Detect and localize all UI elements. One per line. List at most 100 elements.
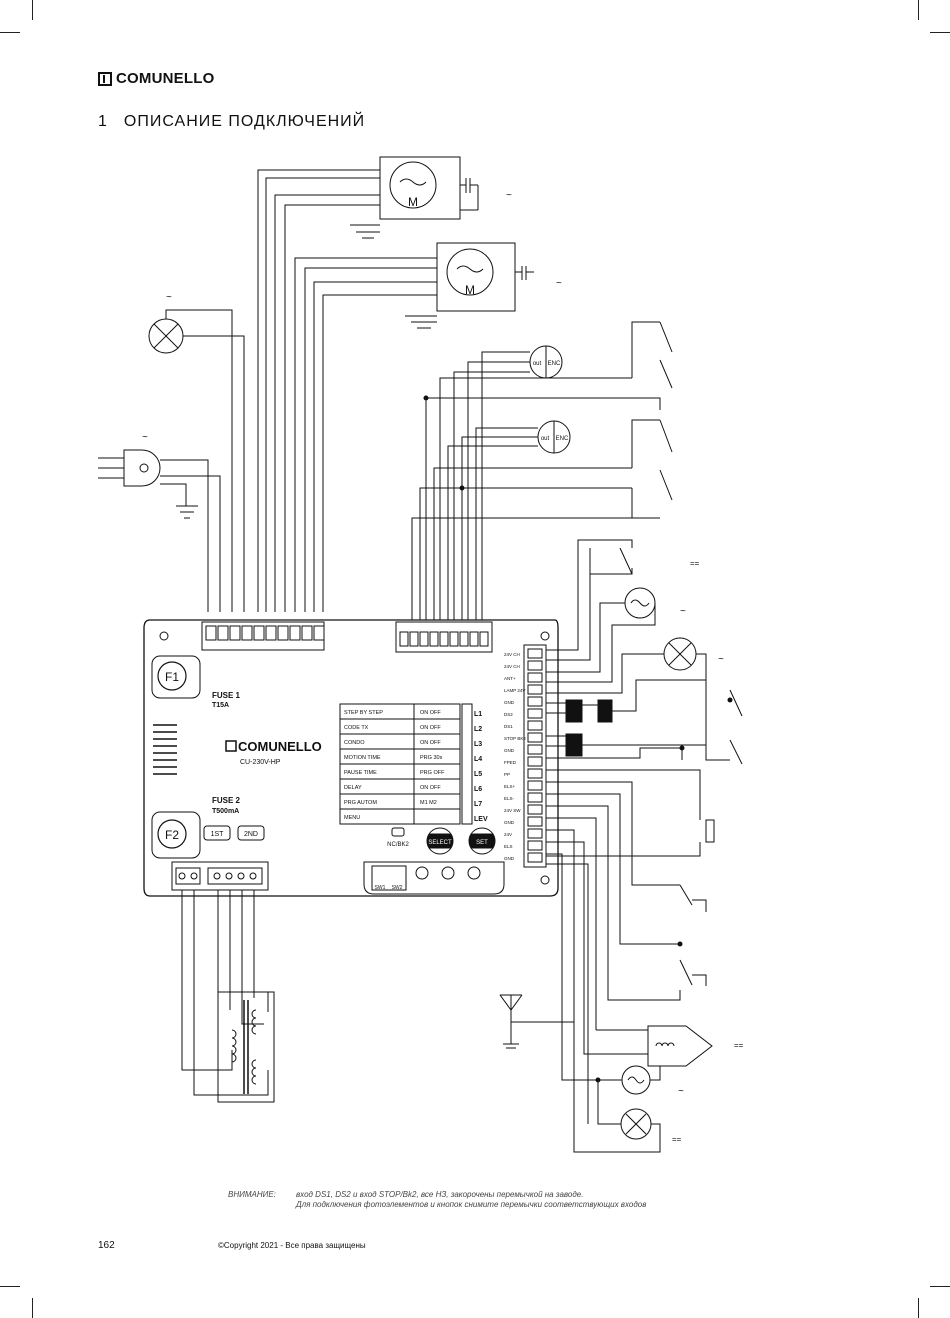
terminal-slot [527, 768, 543, 779]
terminal-slot [527, 720, 543, 731]
motor-1-label: M [408, 195, 418, 209]
encoder-1: out ENC [453, 345, 563, 620]
flashing-lamp: ~ [148, 292, 245, 612]
top-terminal-block [205, 625, 325, 641]
dc-symbol: == [672, 1135, 682, 1144]
led-label: L2 [474, 726, 482, 733]
right-terminal-label: ELS+ [504, 784, 516, 789]
encoder-terminal-block [399, 631, 489, 647]
terminal-slot [527, 648, 543, 659]
fuse-1-value: T15A [212, 702, 229, 709]
led-label: LEV [474, 816, 488, 823]
menu-item-label: DELAY [344, 785, 362, 791]
encoder-out-label: out [533, 361, 542, 367]
terminal-slot [527, 696, 543, 707]
right-terminal-label: 24V SW [504, 808, 521, 813]
terminal-slot [527, 732, 543, 743]
menu-item-label: MOTION TIME [344, 755, 381, 761]
right-terminal-label: ANT+ [504, 676, 516, 681]
right-terminal-label: ELS [504, 844, 513, 849]
menu-item-value: M1 M2 [420, 800, 437, 806]
menu-item-label: PAUSE TIME [344, 770, 377, 776]
fuse-2-value: T500mA [212, 808, 239, 815]
ac-symbol: ~ [718, 654, 724, 665]
right-terminal-label: GND [504, 856, 515, 861]
note-line-2: Для подключения фотоэлементов и кнопок с… [296, 1200, 647, 1209]
fuse-2-label: FUSE 2 [212, 796, 241, 805]
menu-item-value: ON OFF [420, 725, 441, 731]
menu-item-value: PRG OFF [420, 770, 445, 776]
encoder-2: out ENC [447, 420, 571, 620]
ac-symbol: ~ [556, 278, 562, 289]
note-label: ВНИМАНИЕ: [228, 1190, 276, 1199]
fuse-1-holder: F1 [165, 670, 179, 684]
button-1st-label: 1ST [211, 831, 225, 838]
terminal-slot [527, 684, 543, 695]
note-line-1: вход DS1, DS2 и вход STOP/Bk2, все НЗ, з… [296, 1190, 584, 1199]
brand-logo: COMUNELLO [98, 70, 214, 87]
ac-symbol: ~ [680, 606, 686, 617]
right-accessories: == ~ ~ [499, 539, 744, 1153]
button-2nd-label: 2ND [244, 831, 258, 838]
encoder-enc-label: ENC [556, 436, 569, 442]
led-label: L1 [474, 711, 482, 718]
board-model: CU-230V-HP [240, 759, 281, 766]
page-number: 162 [98, 1240, 115, 1251]
encoder-out-label: out [541, 436, 550, 442]
right-terminal-label: LAMP 24V [504, 688, 525, 693]
terminal-slot [527, 780, 543, 791]
select-button-label: SELECT [428, 840, 452, 846]
terminal-slot [527, 792, 543, 803]
transformer [181, 890, 275, 1103]
section-title-text: ОПИСАНИЕ ПОДКЛЮЧЕНИЙ [123, 113, 366, 130]
led-label: L3 [474, 741, 482, 748]
ac-symbol: ~ [678, 1086, 684, 1097]
crop-mark [32, 0, 33, 20]
terminal-slot [527, 660, 543, 671]
ac-symbol: ~ [142, 432, 148, 443]
motor-1: M ~ [350, 156, 512, 239]
right-terminal-label: GND [504, 748, 515, 753]
encoder-enc-label: ENC [548, 361, 561, 367]
crop-mark [0, 1286, 20, 1287]
dc-symbol: == [690, 559, 700, 568]
terminal-slot [527, 816, 543, 827]
right-terminal-block [527, 648, 543, 863]
right-terminal-label: 24V CH [504, 664, 520, 669]
control-board: F1 FUSE 1 T15A COMUNELLO CU-230V-HP F2 F… [143, 619, 559, 897]
crop-mark [0, 32, 20, 33]
right-terminal-label: DS2 [504, 712, 513, 717]
right-terminal-label: 24V CH [504, 652, 520, 657]
menu-item-value: ON OFF [420, 710, 441, 716]
brand-name: COMUNELLO [116, 70, 215, 87]
menu-item-label: STEP BY STEP [344, 710, 383, 716]
menu-item-label: MENU [344, 815, 360, 821]
terminal-slot [527, 852, 543, 863]
fuse-1-label: FUSE 1 [212, 691, 241, 700]
terminal-slot [527, 672, 543, 683]
copyright: ©Copyright 2021 - Все права защищены [218, 1241, 366, 1250]
crop-mark [930, 32, 950, 33]
crop-mark [32, 1298, 33, 1318]
led-label: L7 [474, 801, 482, 808]
terminal-slot [527, 804, 543, 815]
crop-mark [930, 1286, 950, 1287]
nc-bk2-label: NC/BK2 [387, 842, 409, 848]
right-terminal-label: GND [504, 700, 515, 705]
terminal-slot [527, 828, 543, 839]
crop-mark [918, 0, 919, 20]
motor-2: M ~ [405, 242, 562, 329]
terminal-slot [527, 756, 543, 767]
terminal-slot [527, 708, 543, 719]
section-number: 1 [98, 113, 108, 130]
right-terminal-label: DS1 [504, 724, 513, 729]
section-title: 1 ОПИСАНИЕ ПОДКЛЮЧЕНИЙ [98, 113, 365, 131]
right-terminal-label: STOP BK2 [504, 736, 526, 741]
dc-symbol: == [734, 1041, 744, 1050]
dip-sw2-label: SW2 [392, 885, 403, 891]
led-label: L5 [474, 771, 482, 778]
motor-2-label: M [465, 283, 475, 297]
menu-item-value: ON OFF [420, 740, 441, 746]
